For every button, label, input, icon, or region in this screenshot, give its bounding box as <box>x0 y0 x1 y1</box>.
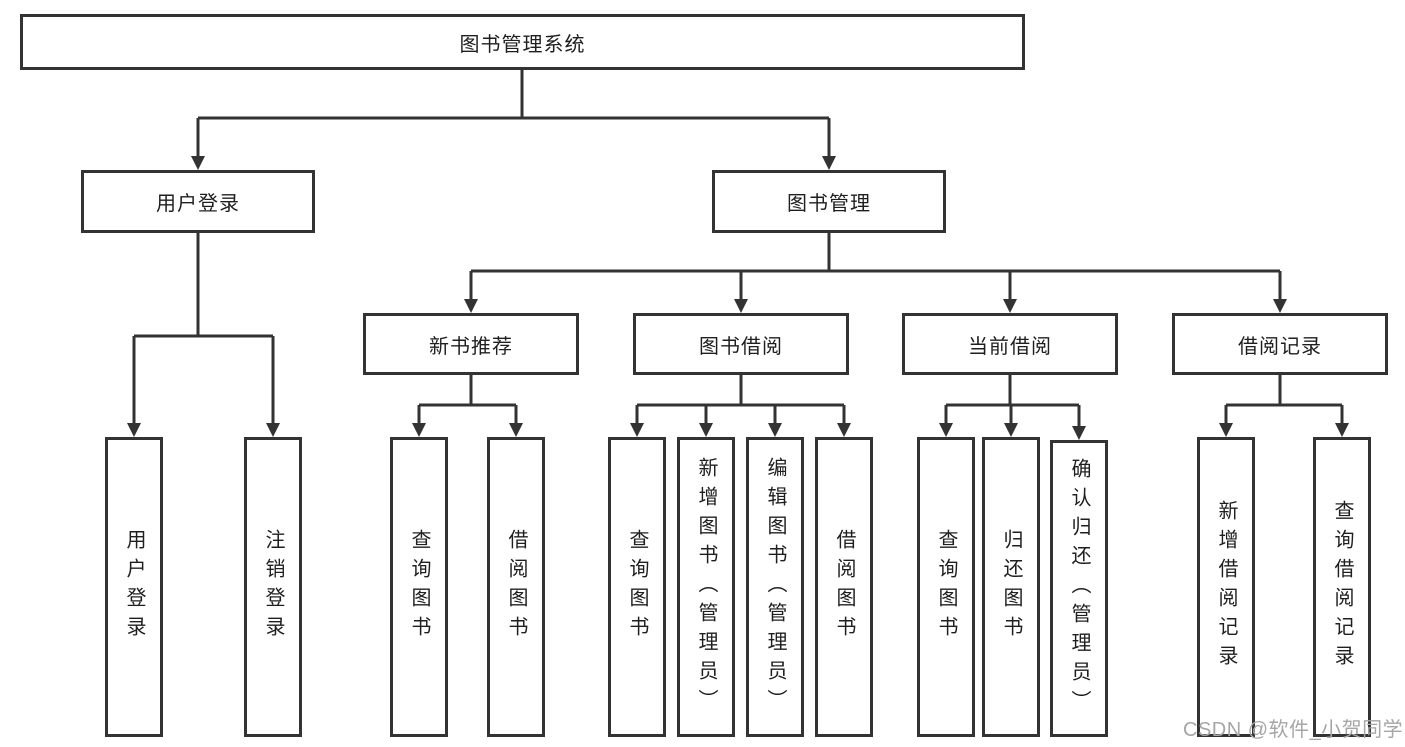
node-book-management: 图书管理 <box>712 170 946 233</box>
leaf-borrow-books-recommend: 借阅图书 <box>487 437 545 737</box>
leaf-confirm-return-admin: 确认归还（管理员） <box>1050 440 1108 737</box>
leaf-label: 借阅图书 <box>505 529 527 645</box>
leaf-label: 编辑图书（管理员） <box>764 456 786 718</box>
leaf-query-books-borrowing: 查询图书 <box>608 437 666 737</box>
leaf-return-books: 归还图书 <box>982 437 1040 737</box>
node-current-borrowing: 当前借阅 <box>902 313 1118 375</box>
leaf-add-borrow-record: 新增借阅记录 <box>1197 437 1255 737</box>
leaf-label: 注销登录 <box>262 529 284 645</box>
arrow-icon <box>509 423 523 437</box>
leaf-label: 归还图书 <box>1000 529 1022 645</box>
arrow-icon <box>266 423 280 437</box>
arrow-icon <box>464 299 478 313</box>
leaf-label: 借阅图书 <box>833 529 855 645</box>
watermark: CSDN @软件_小贺同学 <box>1183 719 1404 741</box>
arrow-icon <box>1072 426 1086 440</box>
leaf-label: 查询借阅记录 <box>1331 500 1353 674</box>
arrow-icon <box>1219 423 1233 437</box>
leaf-query-books-current: 查询图书 <box>917 437 975 737</box>
leaf-label: 查询图书 <box>408 529 430 645</box>
leaf-logout: 注销登录 <box>244 437 302 737</box>
node-borrowing-records: 借阅记录 <box>1172 313 1388 375</box>
leaf-label: 查询图书 <box>935 529 957 645</box>
arrow-icon <box>1004 423 1018 437</box>
node-book-borrowing: 图书借阅 <box>633 313 849 375</box>
leaf-edit-books-admin: 编辑图书（管理员） <box>746 437 804 737</box>
leaf-query-books-recommend: 查询图书 <box>390 437 448 737</box>
leaf-label: 确认归还（管理员） <box>1068 458 1090 719</box>
leaf-label: 新增图书（管理员） <box>695 456 717 718</box>
arrow-icon <box>699 423 713 437</box>
arrow-icon <box>630 423 644 437</box>
arrow-icon <box>1003 299 1017 313</box>
leaf-label: 新增借阅记录 <box>1215 500 1237 674</box>
leaf-borrow-books-borrowing: 借阅图书 <box>815 437 873 737</box>
node-user-login: 用户登录 <box>81 170 315 233</box>
leaf-label: 查询图书 <box>626 529 648 645</box>
arrow-icon <box>1273 299 1287 313</box>
arrow-icon <box>822 156 836 170</box>
arrow-icon <box>191 156 205 170</box>
arrow-icon <box>1335 423 1349 437</box>
arrow-icon <box>768 423 782 437</box>
leaf-query-borrow-record: 查询借阅记录 <box>1313 437 1371 737</box>
arrow-icon <box>412 423 426 437</box>
arrow-icon <box>939 423 953 437</box>
leaf-add-books-admin: 新增图书（管理员） <box>677 437 735 737</box>
arrow-icon <box>734 299 748 313</box>
arrow-icon <box>837 423 851 437</box>
leaf-user-login: 用户登录 <box>105 437 163 737</box>
leaf-label: 用户登录 <box>123 529 145 645</box>
node-new-book-recommendation: 新书推荐 <box>363 313 579 375</box>
node-library-management-system: 图书管理系统 <box>20 14 1025 70</box>
arrow-icon <box>127 423 141 437</box>
